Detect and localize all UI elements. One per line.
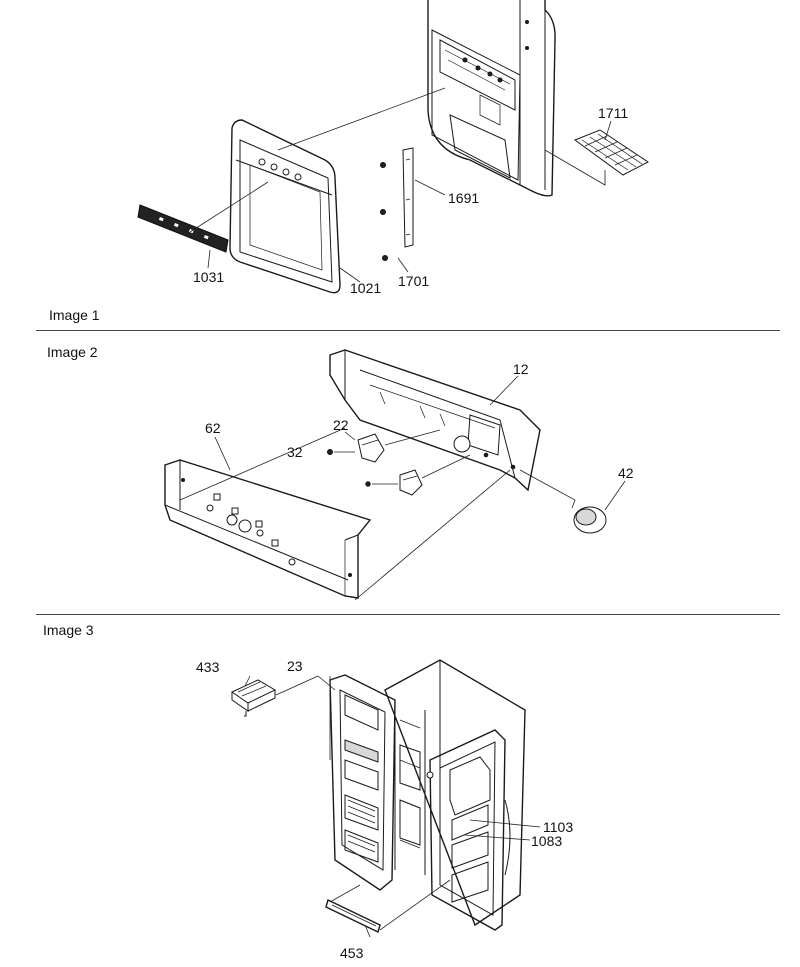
callout-1083: 1083 <box>531 833 562 849</box>
callout-1021: 1021 <box>350 280 381 296</box>
dispenser-housing <box>431 29 521 181</box>
callout-453: 453 <box>340 945 364 961</box>
rotary-knob <box>519 469 607 534</box>
kick-plate <box>325 899 381 933</box>
callout-1711: 1711 <box>598 105 628 121</box>
image-2-caption: Image 2 <box>47 344 98 360</box>
image-3-diagram: 433 23 1103 1083 453 <box>0 614 800 967</box>
callout-23: 23 <box>287 658 303 674</box>
fresh-food-door <box>426 729 511 931</box>
cup-holder <box>230 679 277 717</box>
image-1-drawing: 1711 1691 1701 1031 1021 <box>137 0 649 296</box>
divider-2 <box>36 614 780 615</box>
divider-1 <box>36 330 780 331</box>
guide-bracket <box>380 147 414 261</box>
image-2-diagram: 12 62 22 32 42 <box>0 330 800 615</box>
callout-1691: 1691 <box>448 190 479 206</box>
callout-42: 42 <box>618 465 634 481</box>
image-3-drawing: 433 23 1103 1083 453 <box>196 658 573 961</box>
image-1-diagram: 1711 1691 1701 1031 1021 <box>0 0 800 330</box>
callout-1031: 1031 <box>193 269 224 285</box>
image-3-caption: Image 3 <box>43 622 94 638</box>
drip-tray-grille <box>544 129 649 186</box>
freezer-door <box>329 674 396 891</box>
callout-433: 433 <box>196 659 220 675</box>
image-2-drawing: 12 62 22 32 42 <box>164 349 634 601</box>
image-1-caption: Image 1 <box>49 307 100 323</box>
callout-12: 12 <box>513 361 529 377</box>
dispenser-bezel <box>229 119 341 294</box>
callout-1701: 1701 <box>398 273 429 289</box>
callout-22: 22 <box>333 417 349 433</box>
front-control-panel <box>164 427 511 601</box>
callout-1103: 1103 <box>543 819 573 835</box>
switch-assembly <box>327 429 471 496</box>
control-overlay <box>137 204 229 253</box>
callout-62: 62 <box>205 420 221 436</box>
dispenser-control-housing <box>329 349 541 492</box>
callout-32: 32 <box>287 444 303 460</box>
